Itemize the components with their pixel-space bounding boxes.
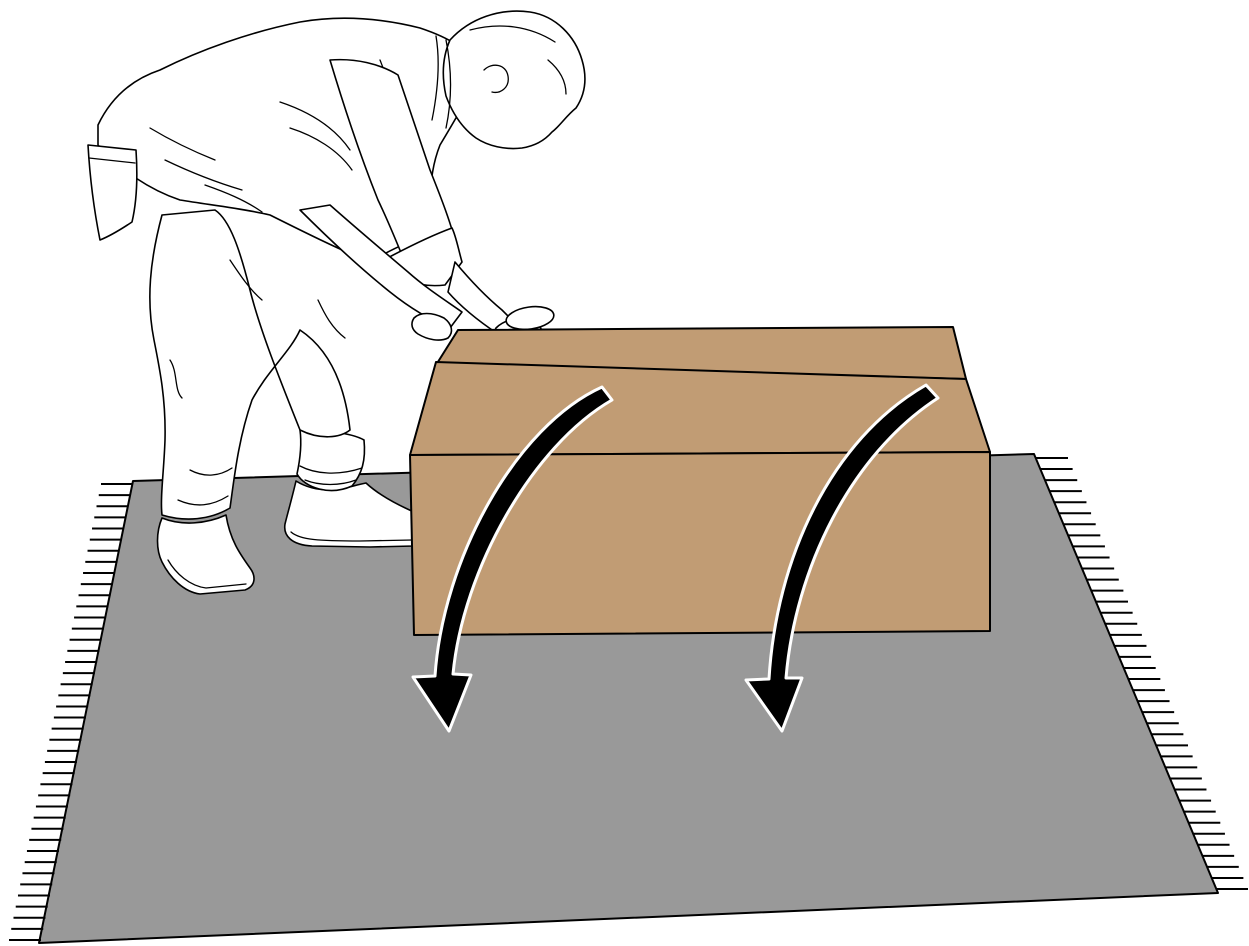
cardboard-box xyxy=(410,327,990,635)
scissors-handle-top xyxy=(505,304,556,332)
box-front-face xyxy=(410,452,990,635)
